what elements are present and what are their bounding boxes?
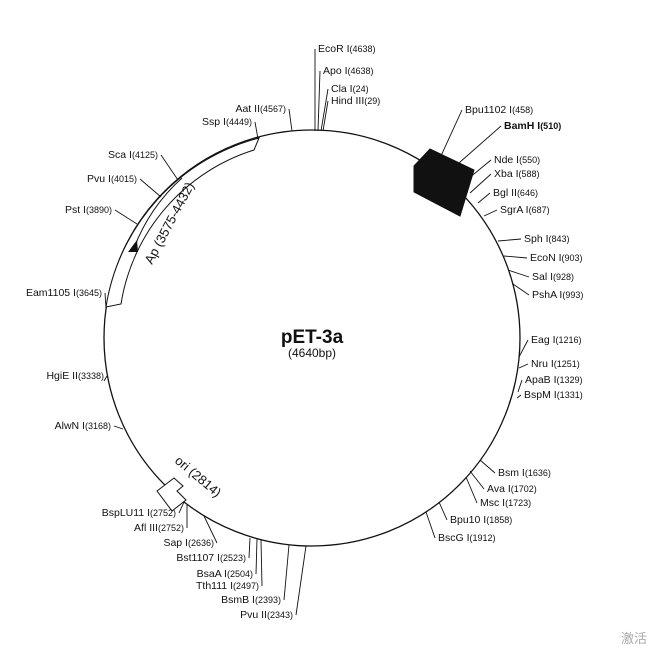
site-leader-line [469, 470, 485, 490]
site-leader-line [469, 173, 492, 194]
site-leader-line [203, 515, 218, 544]
plasmid-backbone [103, 129, 521, 547]
site-leader-line [283, 544, 290, 601]
site-leader-line [517, 379, 523, 393]
site-label: Ava I(1702) [487, 483, 537, 495]
site-label: Ssp I(4449) [202, 116, 252, 128]
site-label: Bpu10 I(1858) [450, 514, 512, 526]
site-leader-line [462, 159, 492, 184]
site-leader-line [518, 363, 529, 369]
ap-arrowhead [128, 240, 138, 252]
site-label: BsaA I(2504) [197, 568, 253, 580]
site-label: Bpu1102 I(458) [465, 104, 533, 116]
site-leader-line [322, 100, 329, 132]
plasmid-size: (4640bp) [288, 346, 336, 360]
site-leader-line [450, 125, 502, 171]
site-label: Nru I(1251) [531, 358, 580, 370]
site-label: EcoR I(4638) [318, 43, 376, 55]
site-label: BsmB I(2393) [221, 594, 281, 606]
site-leader-line [295, 545, 307, 616]
site-label: Bgl II(646) [493, 187, 538, 199]
site-leader-line [483, 209, 498, 217]
site-leader-line [255, 538, 258, 575]
site-label: Sap I(2636) [163, 537, 214, 549]
site-label: EcoN I(903) [530, 252, 583, 264]
site-label: BspM I(1331) [524, 389, 583, 401]
site-label: AlwN I(3168) [55, 420, 111, 432]
site-label: Eam1105 I(3645) [26, 287, 102, 299]
site-leader-line [254, 121, 259, 140]
site-label: Sca I(4125) [108, 149, 158, 161]
t7-insert-arrow [413, 148, 475, 217]
site-leader-line [439, 109, 463, 159]
site-leader-line [479, 459, 496, 474]
site-leader-line [497, 238, 522, 242]
ori-feature-label: ori (2814) [172, 453, 224, 500]
site-label: HgiE II(3338) [46, 370, 104, 382]
site-leader-line [518, 339, 529, 358]
site-leader-line [113, 425, 124, 430]
site-leader-line [425, 511, 436, 539]
site-label: Apo I(4638) [323, 65, 374, 77]
site-leader-line [477, 192, 491, 204]
site-leader-line [160, 154, 179, 181]
watermark-text: 激活 [621, 632, 647, 647]
site-leader-line [317, 70, 321, 132]
site-leader-line [288, 108, 293, 132]
site-label: Sph I(843) [524, 233, 570, 245]
site-label: Afl III(2752) [134, 522, 184, 534]
site-leader-line [503, 255, 528, 259]
site-label: Pvu I(4015) [87, 173, 137, 185]
site-label: ApaB I(1329) [525, 374, 583, 386]
site-leader-line [103, 375, 108, 382]
site-label: BscG I(1912) [438, 532, 496, 544]
site-leader-line [178, 501, 185, 514]
site-label: Bsm I(1636) [498, 467, 551, 479]
ap-resistance-band [105, 137, 260, 308]
site-leader-line [507, 269, 530, 278]
site-label: Cla I(24) [331, 83, 369, 95]
site-label: Tth111 I(2497) [196, 580, 259, 592]
site-leader-line [139, 178, 162, 198]
site-leader-line [114, 209, 138, 225]
site-label: Sal I(928) [532, 271, 574, 283]
site-label: PshA I(993) [532, 289, 583, 301]
site-label: Pvu II(2343) [240, 609, 293, 621]
site-label: Msc I(1723) [480, 497, 531, 509]
site-label: Hind III(29) [331, 95, 380, 107]
site-label: Bst1107 I(2523) [176, 552, 246, 564]
site-leader-line [465, 476, 478, 504]
plasmid-name: pET-3a [281, 327, 344, 348]
site-label: Aat II(4567) [235, 103, 286, 115]
site-leader-line [438, 501, 448, 521]
site-leader-line [248, 537, 251, 559]
site-leader-line [516, 394, 522, 399]
site-label: Pst I(3890) [65, 204, 112, 216]
site-label: Xba I(588) [494, 168, 540, 180]
site-label: Eag I(1216) [531, 334, 582, 346]
site-label: SgrA I(687) [500, 204, 550, 216]
restriction-sites: EcoR I(4638) Apo I(4638) Cla I(24)Hind III… [26, 43, 583, 621]
site-label: BspLU11 I(2752) [102, 507, 176, 519]
site-label: Nde I(550) [494, 154, 540, 166]
site-leader-line [512, 283, 530, 296]
site-leader-line [260, 539, 263, 587]
ori-marker [156, 477, 187, 512]
site-leader-line [320, 88, 329, 132]
site-label: BamH I(510) [504, 120, 561, 132]
site-leader-line [104, 292, 107, 309]
